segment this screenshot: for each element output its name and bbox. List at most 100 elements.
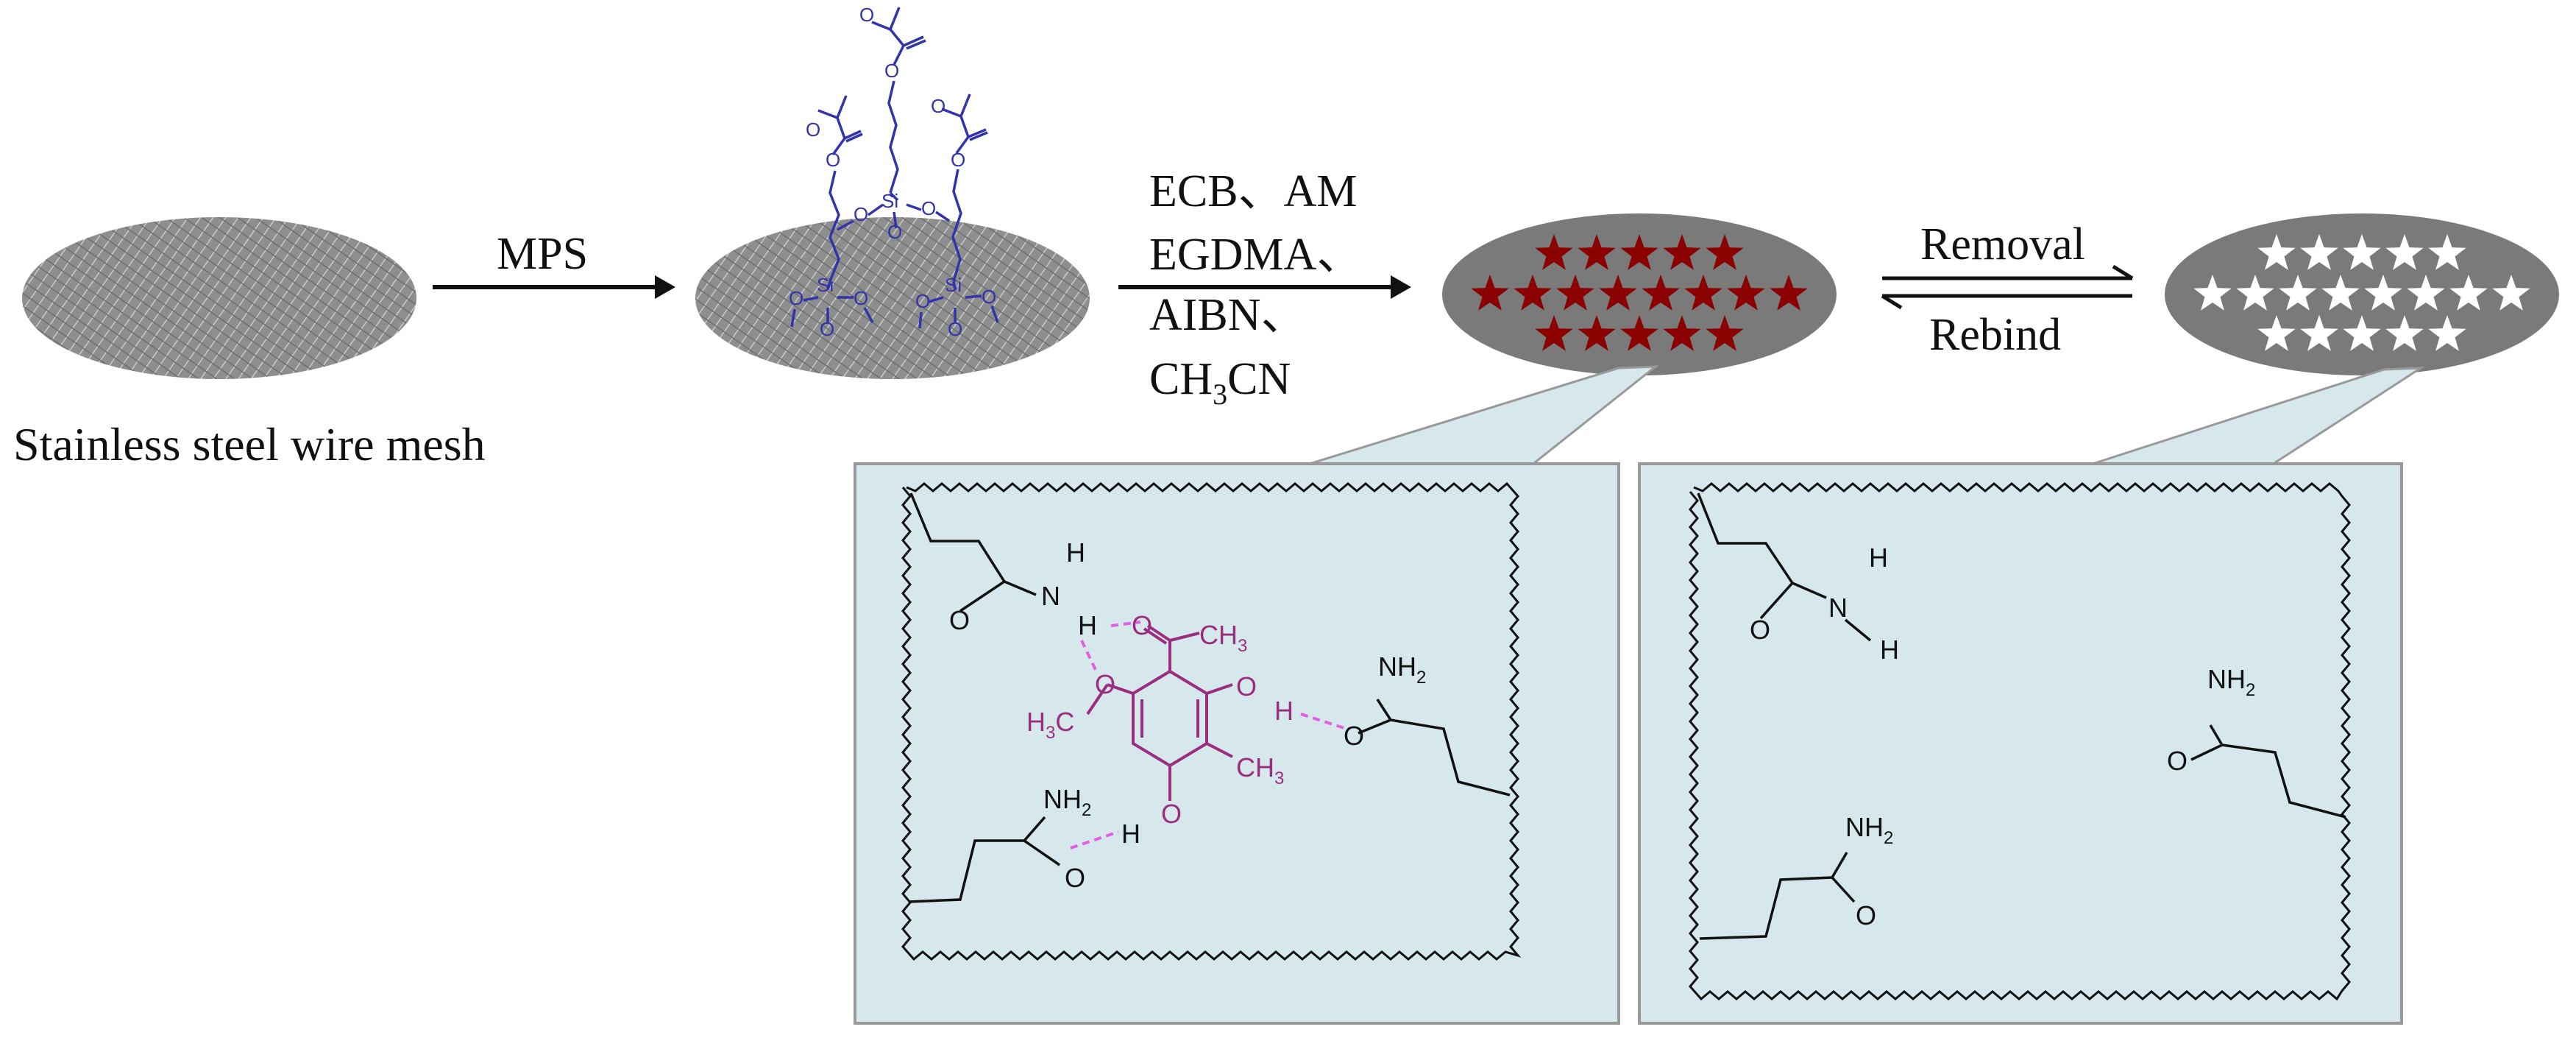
reagent-line-2: EGDMA、: [1149, 230, 1362, 280]
o-label: O: [789, 287, 803, 309]
o-label: O: [1065, 863, 1085, 893]
nh2-label: NH2: [1043, 784, 1091, 820]
o-label: O: [1132, 610, 1152, 640]
star-mark: [1514, 275, 1552, 311]
o-label: O: [820, 318, 834, 340]
star-mark: [1642, 275, 1680, 311]
star-mark: [2385, 315, 2424, 351]
zoom-wedge-right: [2085, 367, 2425, 467]
nh2-label: NH2: [2207, 664, 2255, 700]
o-label: O: [854, 287, 868, 309]
star-mark: [2343, 234, 2381, 270]
reagent-line-3: AIBN、: [1149, 290, 1307, 340]
star-mark: [1663, 315, 1701, 351]
polymer-matrix-border: [901, 481, 1522, 961]
o-label: O: [806, 119, 820, 141]
steel-mesh-disk: [22, 217, 416, 379]
star-mark: [1578, 315, 1616, 351]
o-label: O: [949, 605, 970, 635]
h-label: H: [1066, 537, 1085, 568]
ch3-label: CH3: [1236, 752, 1284, 788]
empty-cavity-panel: H N H O NH2 O NH2 O: [1638, 462, 2403, 1025]
star-mark: [1578, 234, 1616, 270]
polymerization-arrow: [1118, 275, 1411, 299]
si-label: Si: [881, 190, 898, 212]
imprinted-cavity-panel: H N H O NH2 O H NH2 O O CH3 O H3C O H CH…: [854, 462, 1620, 1025]
silane-structure: [790, 7, 999, 329]
h-label: H: [1869, 543, 1888, 573]
h-label: H: [1880, 635, 1899, 665]
star-mark: [2428, 315, 2466, 351]
cavity-polymer-disk: [2165, 213, 2559, 375]
si-label: Si: [817, 274, 834, 296]
rebind-label: Rebind: [1929, 310, 2061, 360]
star-mark: [1471, 275, 1509, 311]
star-mark: [2193, 275, 2232, 311]
star-mark: [1556, 275, 1594, 311]
star-mark: [1535, 315, 1573, 351]
o-label: O: [1236, 671, 1257, 702]
star-mark: [1599, 275, 1637, 311]
o-label: O: [1344, 721, 1364, 751]
h-label: H: [1078, 610, 1097, 640]
mps-reagent-label: MPS: [497, 229, 588, 279]
star-mark: [1663, 234, 1701, 270]
o-label: O: [826, 149, 840, 171]
star-mark: [1770, 275, 1808, 311]
o-label: O: [921, 197, 936, 219]
silane-atom-labels: O O O O O O Si O O O Si O O O Si O O O: [789, 4, 996, 340]
o-label: O: [915, 290, 930, 312]
mps-arrow: [433, 275, 675, 299]
star-mark: [1706, 315, 1744, 351]
o-label: O: [951, 149, 965, 171]
cavity-stars: [2193, 234, 2530, 351]
polymer-matrix-border: [1689, 482, 2351, 1001]
n-label: N: [1828, 593, 1848, 623]
star-mark: [2492, 275, 2530, 311]
star-mark: [1684, 275, 1722, 311]
polymerization-reagents: ECB、AM EGDMA、 AIBN、 CH3CN: [1149, 166, 1362, 411]
reagent-line-1: ECB、AM: [1149, 166, 1357, 216]
o-label: O: [1856, 900, 1876, 930]
substrate-label: Stainless steel wire mesh: [13, 418, 486, 470]
o-label: O: [931, 95, 945, 117]
mps-mesh-disk: [695, 217, 1090, 379]
star-mark: [2257, 234, 2296, 270]
nh2-label: NH2: [1845, 812, 1893, 848]
reagent-line-4: CH3CN: [1149, 354, 1291, 411]
star-mark: [1727, 275, 1765, 311]
star-mark: [2236, 275, 2274, 311]
star-mark: [1620, 315, 1658, 351]
h-label: H: [1121, 819, 1140, 849]
o-label: O: [1750, 615, 1770, 645]
star-mark: [2385, 234, 2424, 270]
o-label: O: [1095, 669, 1115, 699]
star-mark: [2449, 275, 2488, 311]
template-stars: [1471, 234, 1808, 351]
star-mark: [2407, 275, 2445, 311]
star-mark: [2321, 275, 2360, 311]
o-label: O: [2167, 746, 2188, 776]
star-mark: [2343, 315, 2381, 351]
o-label: O: [887, 221, 902, 243]
star-mark: [2300, 234, 2338, 270]
ch3-label: CH3: [1199, 620, 1247, 656]
imprinted-polymer-disk: [1442, 213, 1837, 375]
o-label: O: [859, 4, 874, 26]
star-mark: [2300, 315, 2338, 351]
si-label: Si: [945, 274, 962, 296]
star-mark: [2279, 275, 2317, 311]
o-label: O: [948, 318, 962, 340]
star-mark: [2257, 315, 2296, 351]
zoom-wedge-left: [1302, 365, 1659, 467]
removal-label: Removal: [1920, 219, 2085, 269]
n-label: N: [1041, 581, 1060, 611]
star-mark: [1535, 234, 1573, 270]
nh2-label: NH2: [1378, 651, 1426, 688]
star-mark: [2428, 234, 2466, 270]
star-mark: [2364, 275, 2402, 311]
h3c-label: H3C: [1026, 707, 1074, 743]
star-mark: [1620, 234, 1658, 270]
o-label: O: [854, 203, 868, 225]
